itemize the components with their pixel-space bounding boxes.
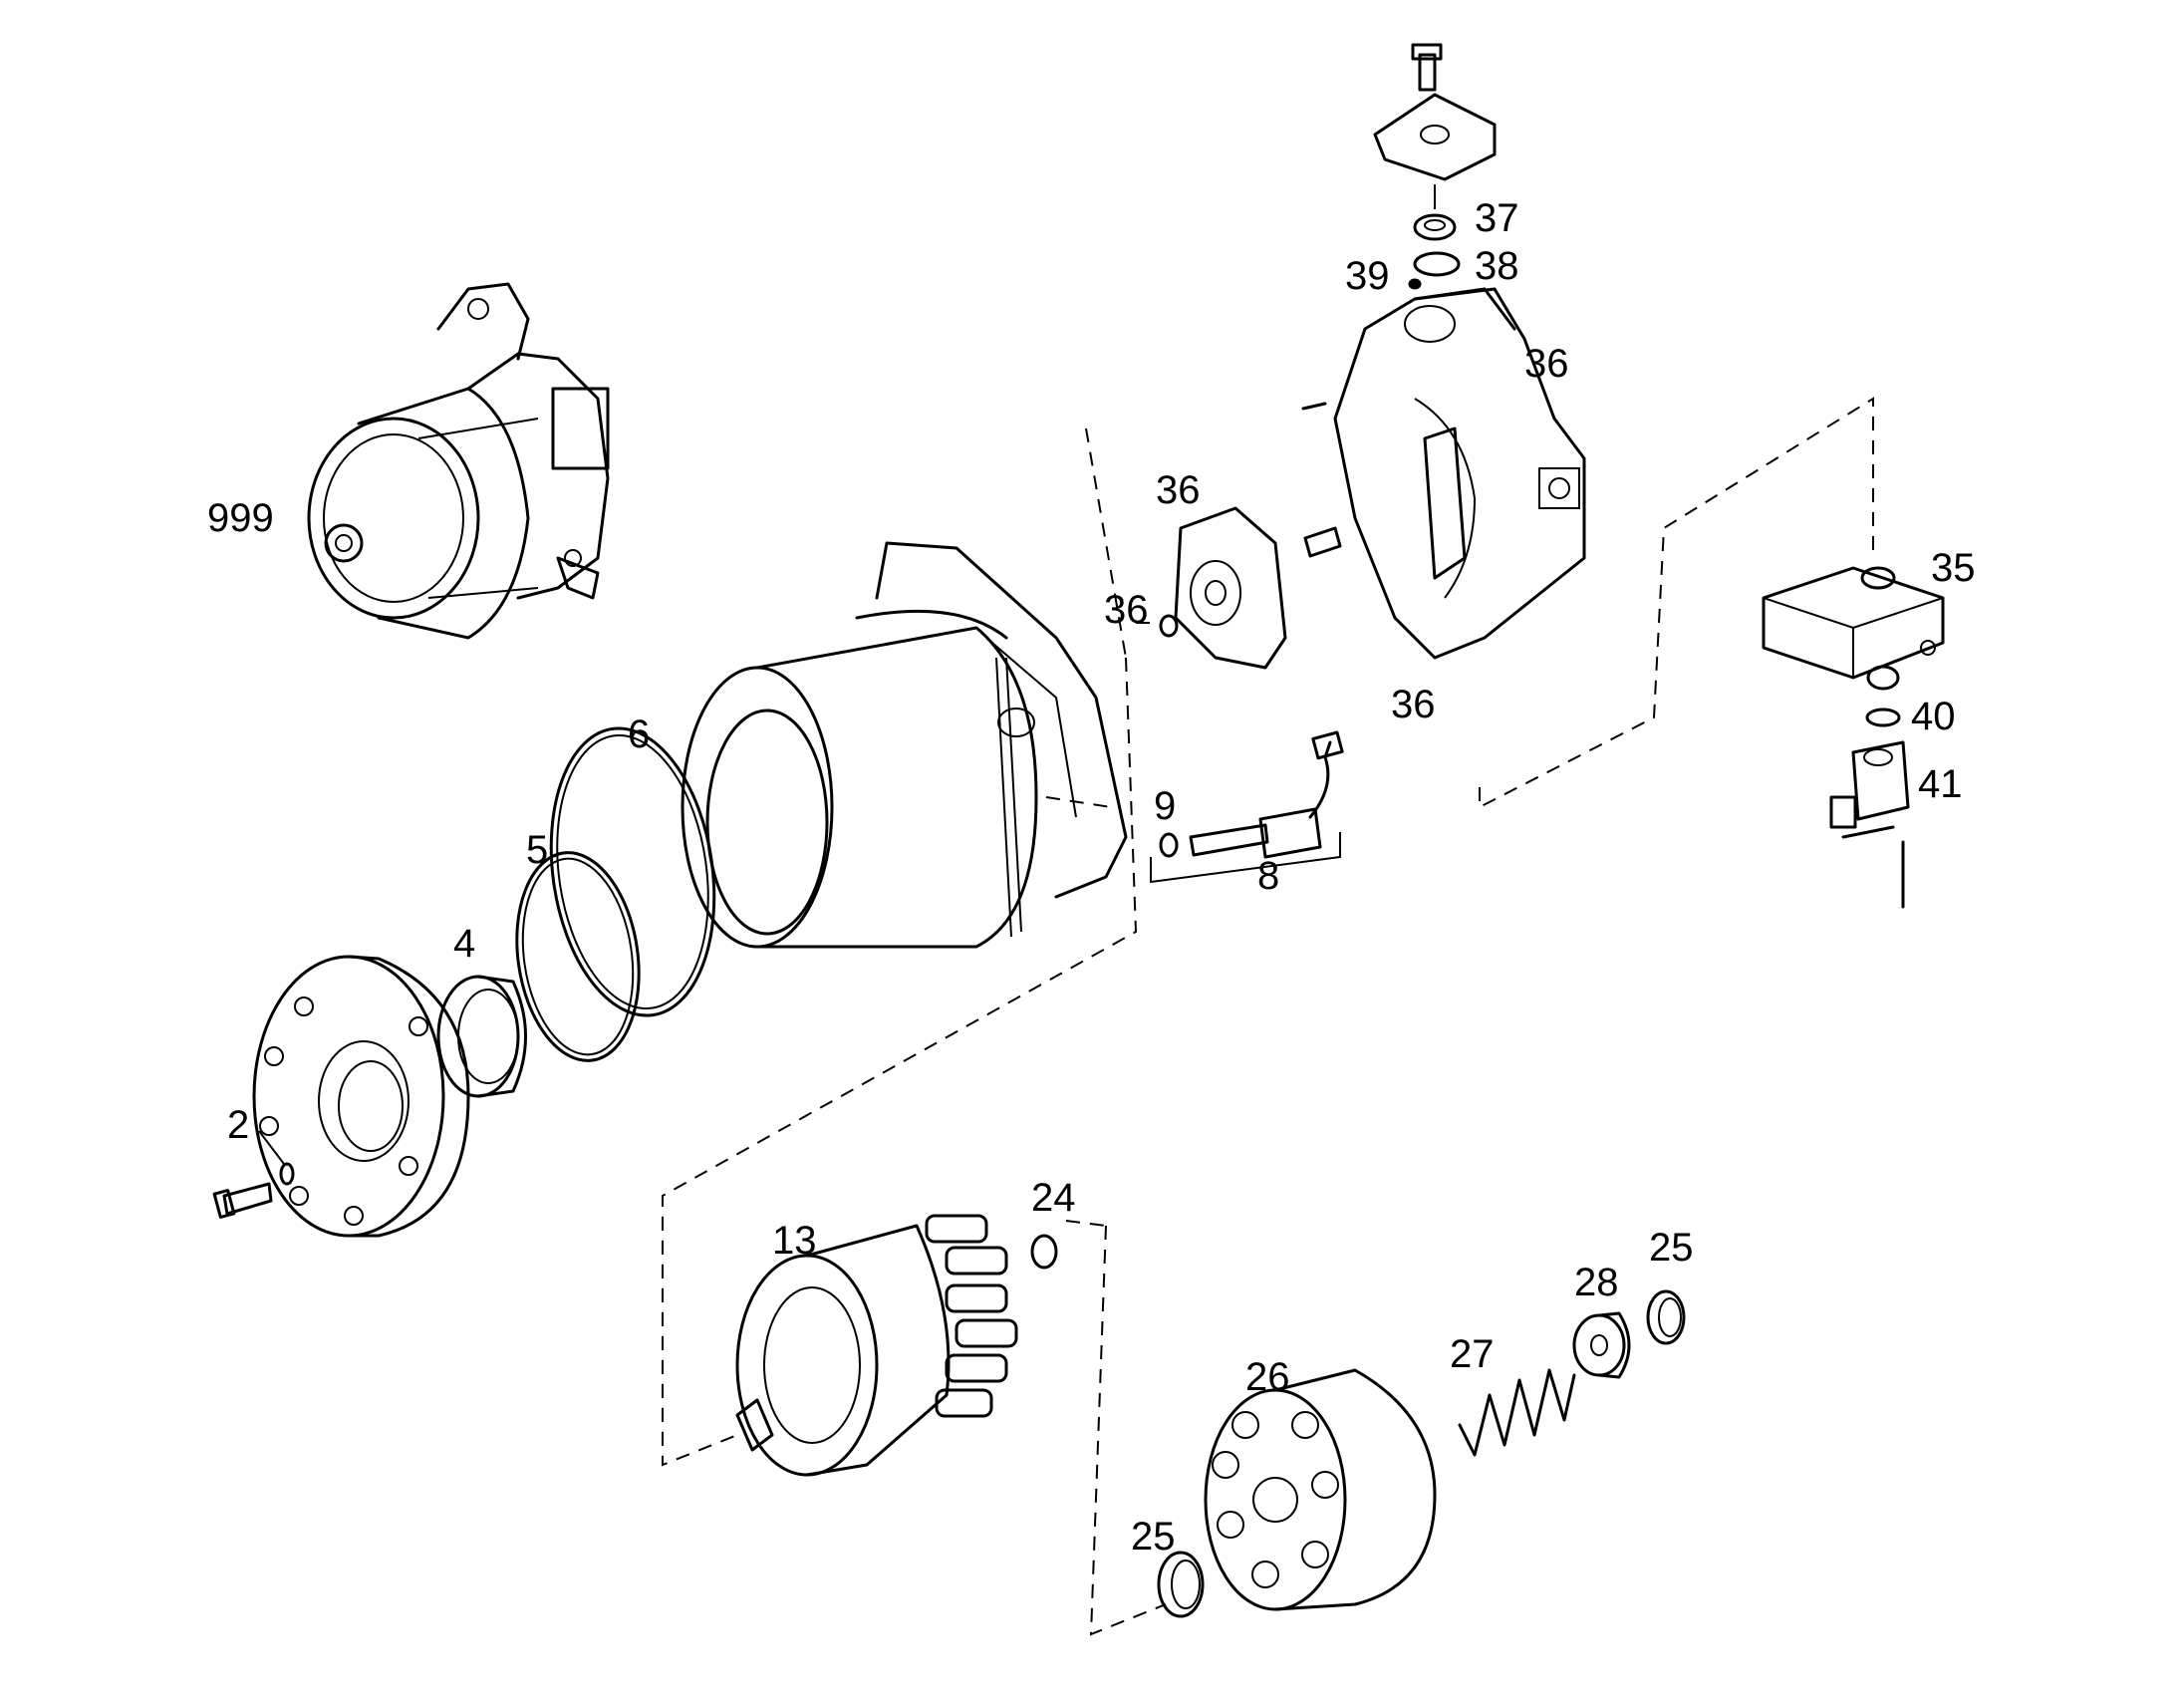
- part-40-o-ring: [1865, 708, 1901, 727]
- part-cover-flange: [252, 955, 470, 1238]
- part-5-o-ring: [515, 851, 641, 1062]
- label-39: 39: [1345, 254, 1390, 298]
- label-13: 13: [772, 1219, 817, 1263]
- piston-group: [925, 1214, 1018, 1418]
- label-25-upper: 25: [1649, 1226, 1694, 1270]
- label-26: 26: [1245, 1355, 1290, 1399]
- part-24-washer: [1030, 1234, 1058, 1270]
- label-25-lower: 25: [1131, 1515, 1176, 1559]
- label-2: 2: [227, 1103, 249, 1147]
- label-4: 4: [453, 922, 475, 966]
- assembly-leader-lines: [662, 397, 1874, 1636]
- part-26-cylinder-block: [1204, 1368, 1437, 1611]
- label-36-pin: 36: [1391, 683, 1436, 726]
- part-999-motor-assembly: [307, 282, 610, 640]
- label-27: 27: [1450, 1332, 1495, 1376]
- part-25-circlip-lower: [1157, 1551, 1205, 1618]
- label-37: 37: [1475, 196, 1519, 240]
- label-28: 28: [1574, 1261, 1619, 1304]
- part-9-seal-ring: [1159, 832, 1179, 858]
- part-37-ring: [1413, 213, 1457, 241]
- part-28-retainer: [1572, 1311, 1631, 1379]
- label-38: 38: [1475, 244, 1519, 288]
- part-2-bolt: [212, 1130, 295, 1219]
- label-8: 8: [1257, 854, 1279, 898]
- part-38-o-ring: [1413, 251, 1461, 277]
- part-41-solenoid: [1829, 740, 1910, 909]
- part-39-pin: [1408, 278, 1422, 290]
- part-housing: [681, 541, 1128, 949]
- part-27-spring: [1458, 1368, 1576, 1457]
- label-24: 24: [1031, 1176, 1076, 1220]
- part-25-circlip-upper: [1646, 1289, 1686, 1345]
- label-40: 40: [1911, 695, 1956, 738]
- part-8-speed-sensor: [1150, 730, 1344, 884]
- label-36-housing: 36: [1524, 342, 1569, 386]
- part-36-port-housing: [1301, 287, 1586, 660]
- label-36-plug: 36: [1104, 588, 1149, 632]
- part-36-cover-plate: [1159, 506, 1287, 670]
- part-13-drive-shaft: [735, 1214, 1018, 1477]
- label-35: 35: [1931, 546, 1976, 590]
- label-9: 9: [1154, 784, 1176, 828]
- part-6-o-ring: [549, 726, 716, 1017]
- label-5: 5: [526, 828, 548, 872]
- label-999: 999: [207, 496, 274, 540]
- label-41: 41: [1918, 762, 1963, 806]
- part-35-control-valve: [1762, 566, 1945, 691]
- part-4-shaft-seal: [436, 975, 527, 1098]
- part-top-flange: [1373, 43, 1497, 209]
- label-6: 6: [628, 712, 650, 756]
- label-36-cover: 36: [1156, 468, 1201, 512]
